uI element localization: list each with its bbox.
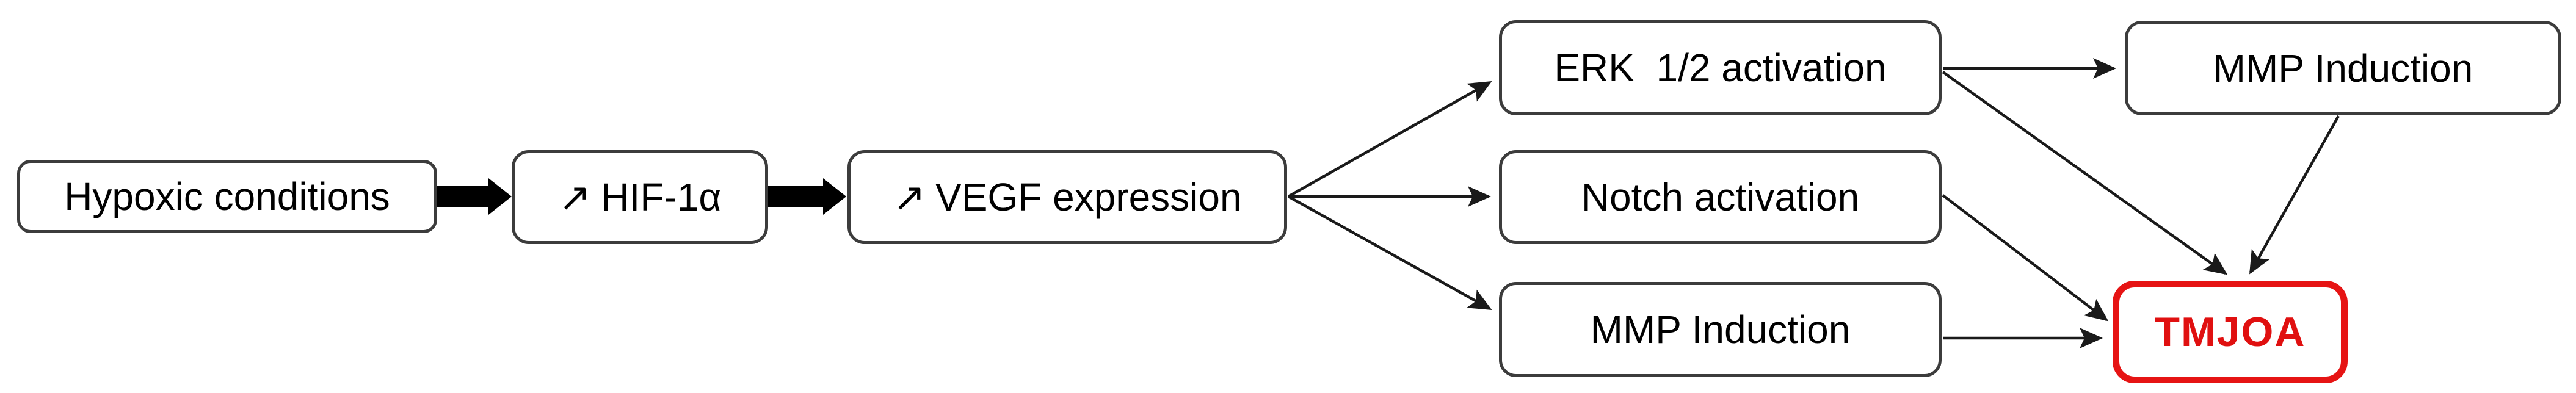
edge-notch-to-tmjoa [1942, 194, 2109, 322]
node-mmp-induction-top-label: MMP Induction [2213, 46, 2473, 90]
edge-vegf-to-mmp-induction [1287, 195, 1492, 310]
node-erk-activation-label: ERK 1/2 activation [1554, 46, 1887, 90]
edge-hypoxic-to-hif [437, 178, 512, 215]
node-tmjoa-label: TMJOA [2154, 309, 2306, 355]
node-mmp-induction-middle: MMP Induction [1499, 282, 1942, 377]
node-notch-activation: Notch activation [1499, 150, 1942, 244]
node-hypoxic-conditions: Hypoxic conditions [17, 160, 437, 233]
increase-arrow-icon: ↗ [893, 175, 926, 219]
node-vegf-expression-label: VEGF expression [935, 175, 1242, 219]
node-hif-1a: ↗ HIF-1α [512, 150, 768, 244]
edge-erk-to-tmjoa [1942, 71, 2228, 275]
node-tmjoa: TMJOA [2113, 281, 2348, 383]
edge-vegf-to-erk [1287, 81, 1492, 198]
node-notch-activation-label: Notch activation [1581, 175, 1860, 219]
node-erk-activation: ERK 1/2 activation [1499, 20, 1942, 115]
increase-arrow-icon: ↗ [558, 175, 592, 219]
node-hif-1a-label: HIF-1α [601, 175, 722, 219]
node-hypoxic-conditions-label: Hypoxic conditions [64, 175, 390, 218]
edge-mmp-induction-to-tmjoa-top [2249, 115, 2340, 275]
edge-hif-to-vegf [768, 178, 846, 215]
node-mmp-induction-middle-label: MMP Induction [1590, 308, 1851, 352]
node-vegf-expression: ↗ VEGF expression [847, 150, 1287, 244]
node-mmp-induction-top: MMP Induction [2125, 21, 2561, 115]
